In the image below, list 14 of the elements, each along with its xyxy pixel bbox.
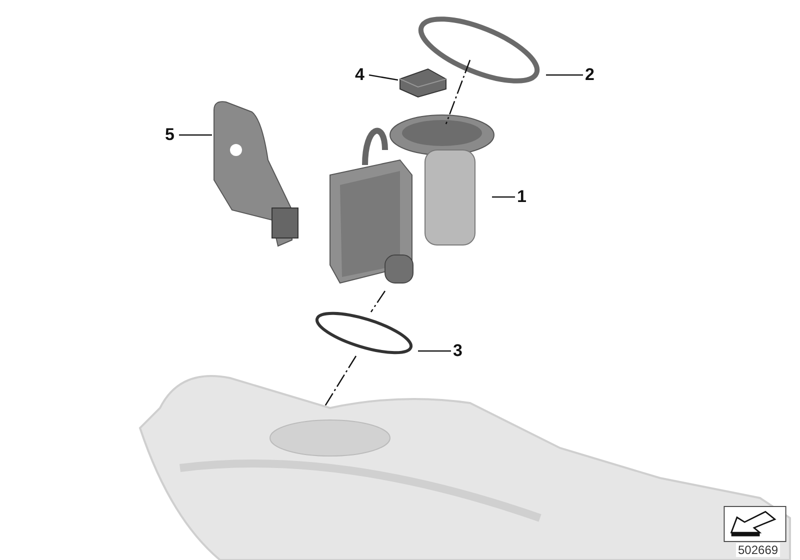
callout-number: 1 [517, 187, 529, 207]
callout-number: 5 [165, 125, 177, 145]
drawing-number: 502669 [736, 543, 780, 557]
leader-line [492, 196, 515, 198]
leader-line [368, 74, 398, 81]
center-line [370, 290, 386, 312]
leader-line [179, 134, 212, 136]
center-line [324, 356, 357, 406]
callout-number: 2 [585, 65, 597, 85]
callout-number: 4 [355, 65, 367, 85]
callout-number: 3 [453, 341, 465, 361]
leader-line [418, 350, 451, 352]
center-line [445, 60, 471, 124]
leader-line [546, 74, 583, 76]
